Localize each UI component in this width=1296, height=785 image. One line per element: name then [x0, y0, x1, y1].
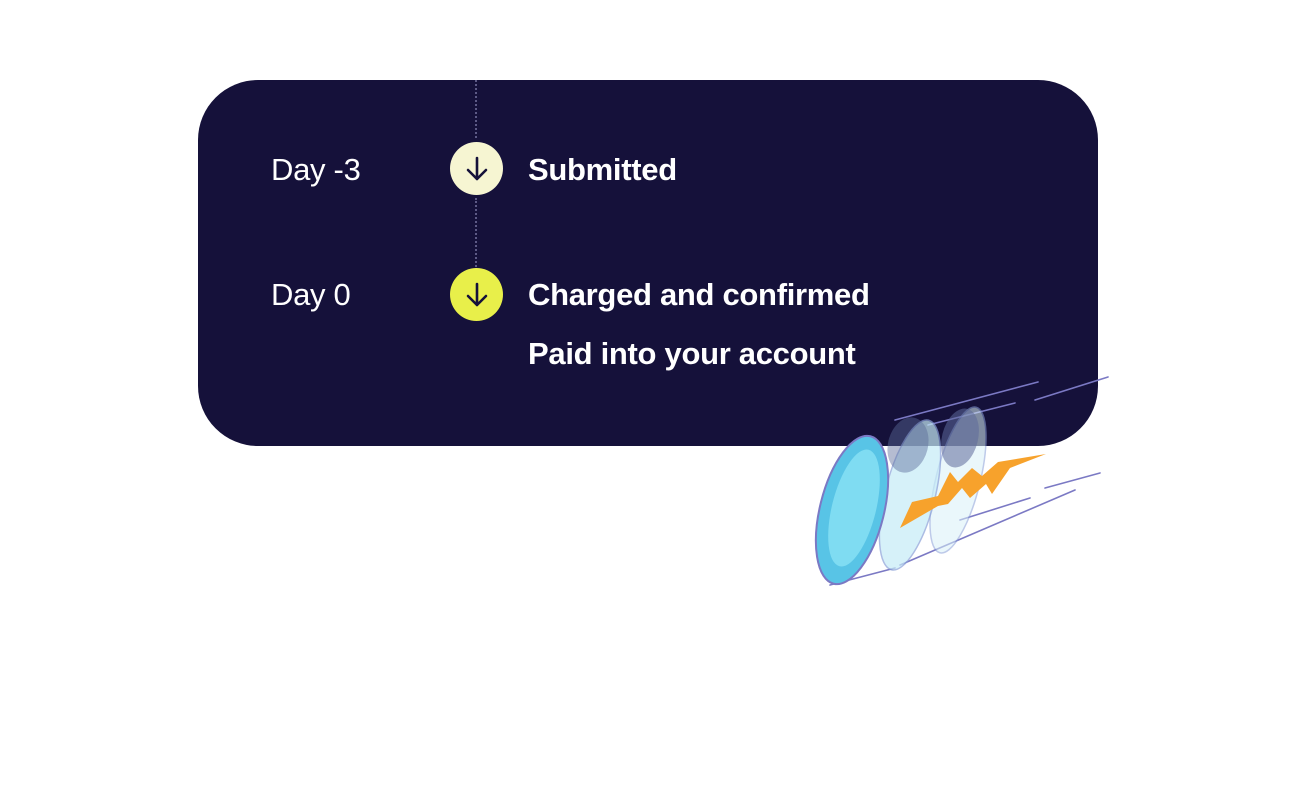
step-title: Submitted	[528, 152, 677, 187]
timeline-connector	[475, 198, 477, 270]
arrow-down-icon	[450, 142, 503, 195]
step-title: Charged and confirmed	[528, 277, 870, 312]
step-day-label: Day -3	[271, 152, 361, 187]
timeline-connector	[475, 80, 477, 138]
flying-coin-lightning-icon	[814, 376, 1109, 586]
payment-timeline-card: Day -3 Submitted Day 0 Charged and confi…	[198, 80, 1098, 446]
payout-note: Paid into your account	[528, 336, 856, 371]
step-day-label: Day 0	[271, 277, 351, 312]
arrow-down-icon	[450, 268, 503, 321]
